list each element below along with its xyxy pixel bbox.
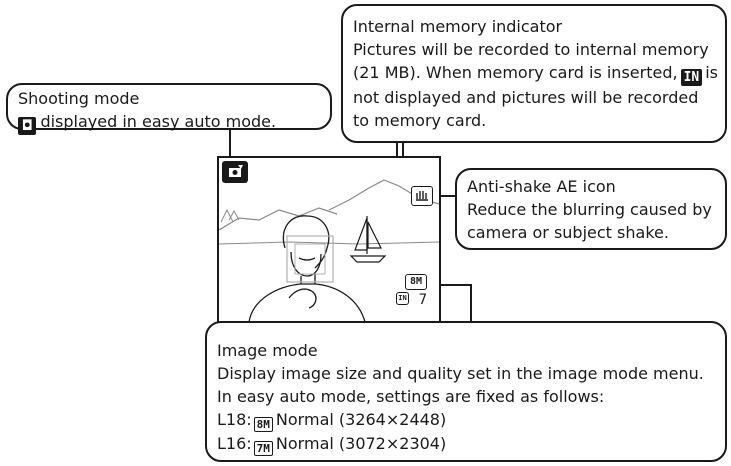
image-mode-row-text: Normal (3264×2448): [275, 410, 447, 429]
callout-image-mode: Image mode Display image size and qualit…: [205, 321, 727, 462]
callout-internal-memory: Internal memory indicator Pictures will …: [341, 4, 727, 143]
callout-anti-shake: Anti-shake AE icon Reduce the blurring c…: [455, 168, 727, 250]
internal-memory-line3: not displayed and pictures will be recor…: [353, 88, 699, 107]
image-mode-row-prefix: L16:: [217, 434, 252, 453]
shooting-mode-desc-line: ◘displayed in easy auto mode.: [18, 110, 320, 135]
internal-memory-line2-post: is: [705, 63, 718, 82]
focus-area-frame: [286, 235, 334, 283]
image-mode-row-text: Normal (3072×2304): [275, 434, 447, 453]
internal-memory-title: Internal memory indicator: [353, 17, 563, 36]
internal-memory-line1: Pictures will be recorded to internal me…: [353, 40, 709, 59]
camera-monitor: 8M IN 7: [217, 156, 441, 324]
anti-shake-line1: Reduce the blurring caused by: [467, 200, 712, 219]
internal-memory-line4: to memory card.: [353, 111, 487, 130]
internal-memory-line2-pre: (21 MB). When memory card is inserted,: [353, 63, 678, 82]
internal-memory-icon: IN: [680, 69, 703, 86]
focus-area-inner: [294, 243, 326, 275]
anti-shake-line2: camera or subject shake.: [467, 223, 669, 242]
image-mode-line1: Display image size and quality set in th…: [217, 364, 704, 383]
person-figure: [248, 215, 366, 322]
horizon-line: [219, 241, 439, 245]
anti-shake-title: Anti-shake AE icon: [467, 177, 616, 196]
trees: [220, 208, 240, 223]
internal-memory-indicator-icon: IN: [396, 292, 409, 305]
image-mode-row-prefix: L18:: [217, 410, 252, 429]
mountain-left: [219, 207, 338, 231]
shooting-mode-desc: displayed in easy auto mode.: [40, 112, 277, 131]
callout-shooting-mode: Shooting mode ◘displayed in easy auto mo…: [6, 83, 332, 135]
monitor-scene: [219, 179, 439, 322]
easy-auto-camera-icon: ◘: [18, 117, 37, 135]
anti-shake-indicator-icon: [411, 186, 433, 206]
sailboat: [349, 216, 387, 263]
image-mode-title: Image mode: [217, 341, 318, 360]
shooting-mode-title: Shooting mode: [18, 89, 140, 108]
image-size-7m-icon: 7M: [253, 441, 273, 456]
easy-auto-mode-indicator-icon: [222, 161, 248, 183]
image-mode-indicator-icon: 8M: [405, 274, 427, 290]
shots-remaining: 7: [418, 292, 427, 308]
image-size-8m-icon: 8M: [253, 417, 273, 432]
internal-memory-line2: (21 MB). When memory card is inserted,IN…: [353, 61, 718, 86]
image-mode-line2: In easy auto mode, settings are fixed as…: [217, 387, 605, 406]
